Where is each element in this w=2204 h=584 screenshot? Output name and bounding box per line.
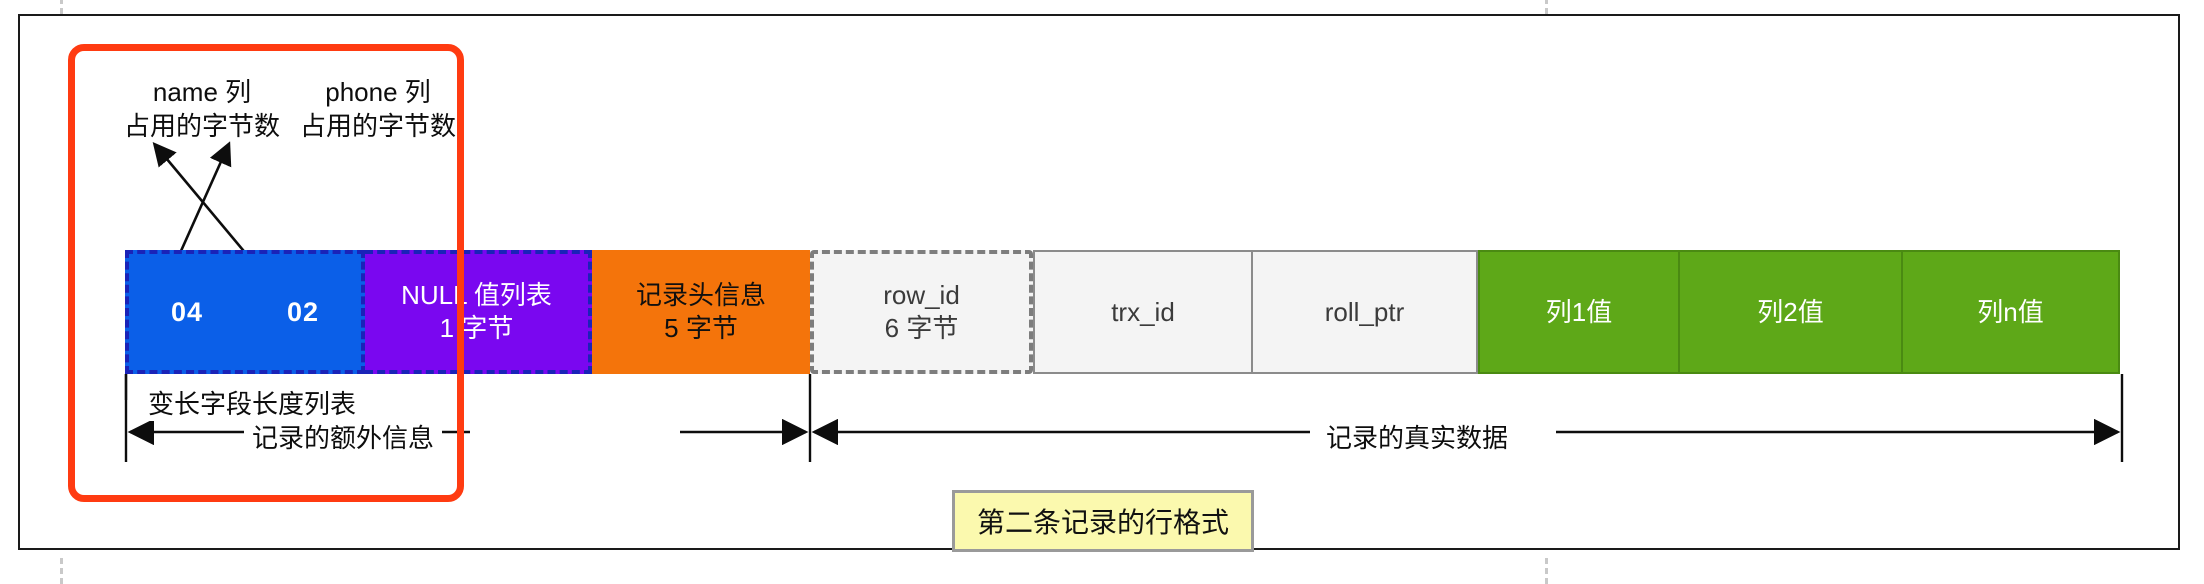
segment-record-header[interactable]: 记录头信息 5 字节 — [592, 250, 810, 374]
page-guide-tick-bottom-right — [1545, 558, 1548, 584]
segment-row-id-title: row_id — [883, 280, 960, 311]
segment-record-header-size: 5 字节 — [664, 313, 738, 343]
row-format-bar: 04 02 NULL 值列表 1 字节 记录头信息 5 字节 row_id 6 … — [125, 250, 2120, 374]
segment-varlen-field-length-list[interactable]: 04 02 — [125, 250, 365, 374]
segment-column-2-value-title: 列2值 — [1757, 296, 1824, 327]
segment-row-id[interactable]: row_id 6 字节 — [810, 250, 1033, 374]
segment-record-header-title: 记录头信息 — [635, 280, 766, 311]
segment-null-value-list[interactable]: NULL 值列表 1 字节 — [365, 250, 592, 374]
page-guide-tick-top-left — [60, 0, 63, 14]
segment-column-1-value-title: 列1值 — [1545, 296, 1613, 327]
segment-column-2-value[interactable]: 列2值 — [1680, 250, 1903, 374]
segment-column-n-value-title: 列n值 — [1977, 296, 2044, 327]
page-guide-tick-bottom-left — [60, 558, 63, 584]
segment-null-value-list-title: NULL 值列表 — [401, 280, 552, 311]
varlen-byte-phone: 02 — [286, 296, 320, 327]
segment-roll-ptr[interactable]: roll_ptr — [1253, 250, 1478, 374]
record-extra-info-label: 记录的额外信息 — [244, 418, 443, 455]
segment-row-id-size: 6 字节 — [884, 313, 959, 343]
segment-roll-ptr-title: roll_ptr — [1324, 296, 1405, 327]
segment-column-1-value[interactable]: 列1值 — [1478, 250, 1680, 374]
page-guide-tick-top-right — [1545, 0, 1548, 14]
segment-trx-id[interactable]: trx_id — [1033, 250, 1253, 374]
varlen-length-list-label: 变长字段长度列表 — [140, 384, 365, 421]
record-real-data-label: 记录的真实数据 — [1318, 418, 1517, 455]
segment-null-value-list-size: 1 字节 — [439, 313, 514, 343]
phone-column-bytes-callout: phone 列 占用的字节数 — [299, 77, 456, 141]
segment-trx-id-title: trx_id — [1111, 296, 1175, 327]
segment-column-n-value[interactable]: 列n值 — [1903, 250, 2120, 374]
varlen-byte-name: 04 — [170, 296, 204, 327]
diagram-caption: 第二条记录的行格式 — [952, 490, 1255, 552]
name-column-bytes-callout: name 列 占用的字节数 — [123, 77, 280, 141]
